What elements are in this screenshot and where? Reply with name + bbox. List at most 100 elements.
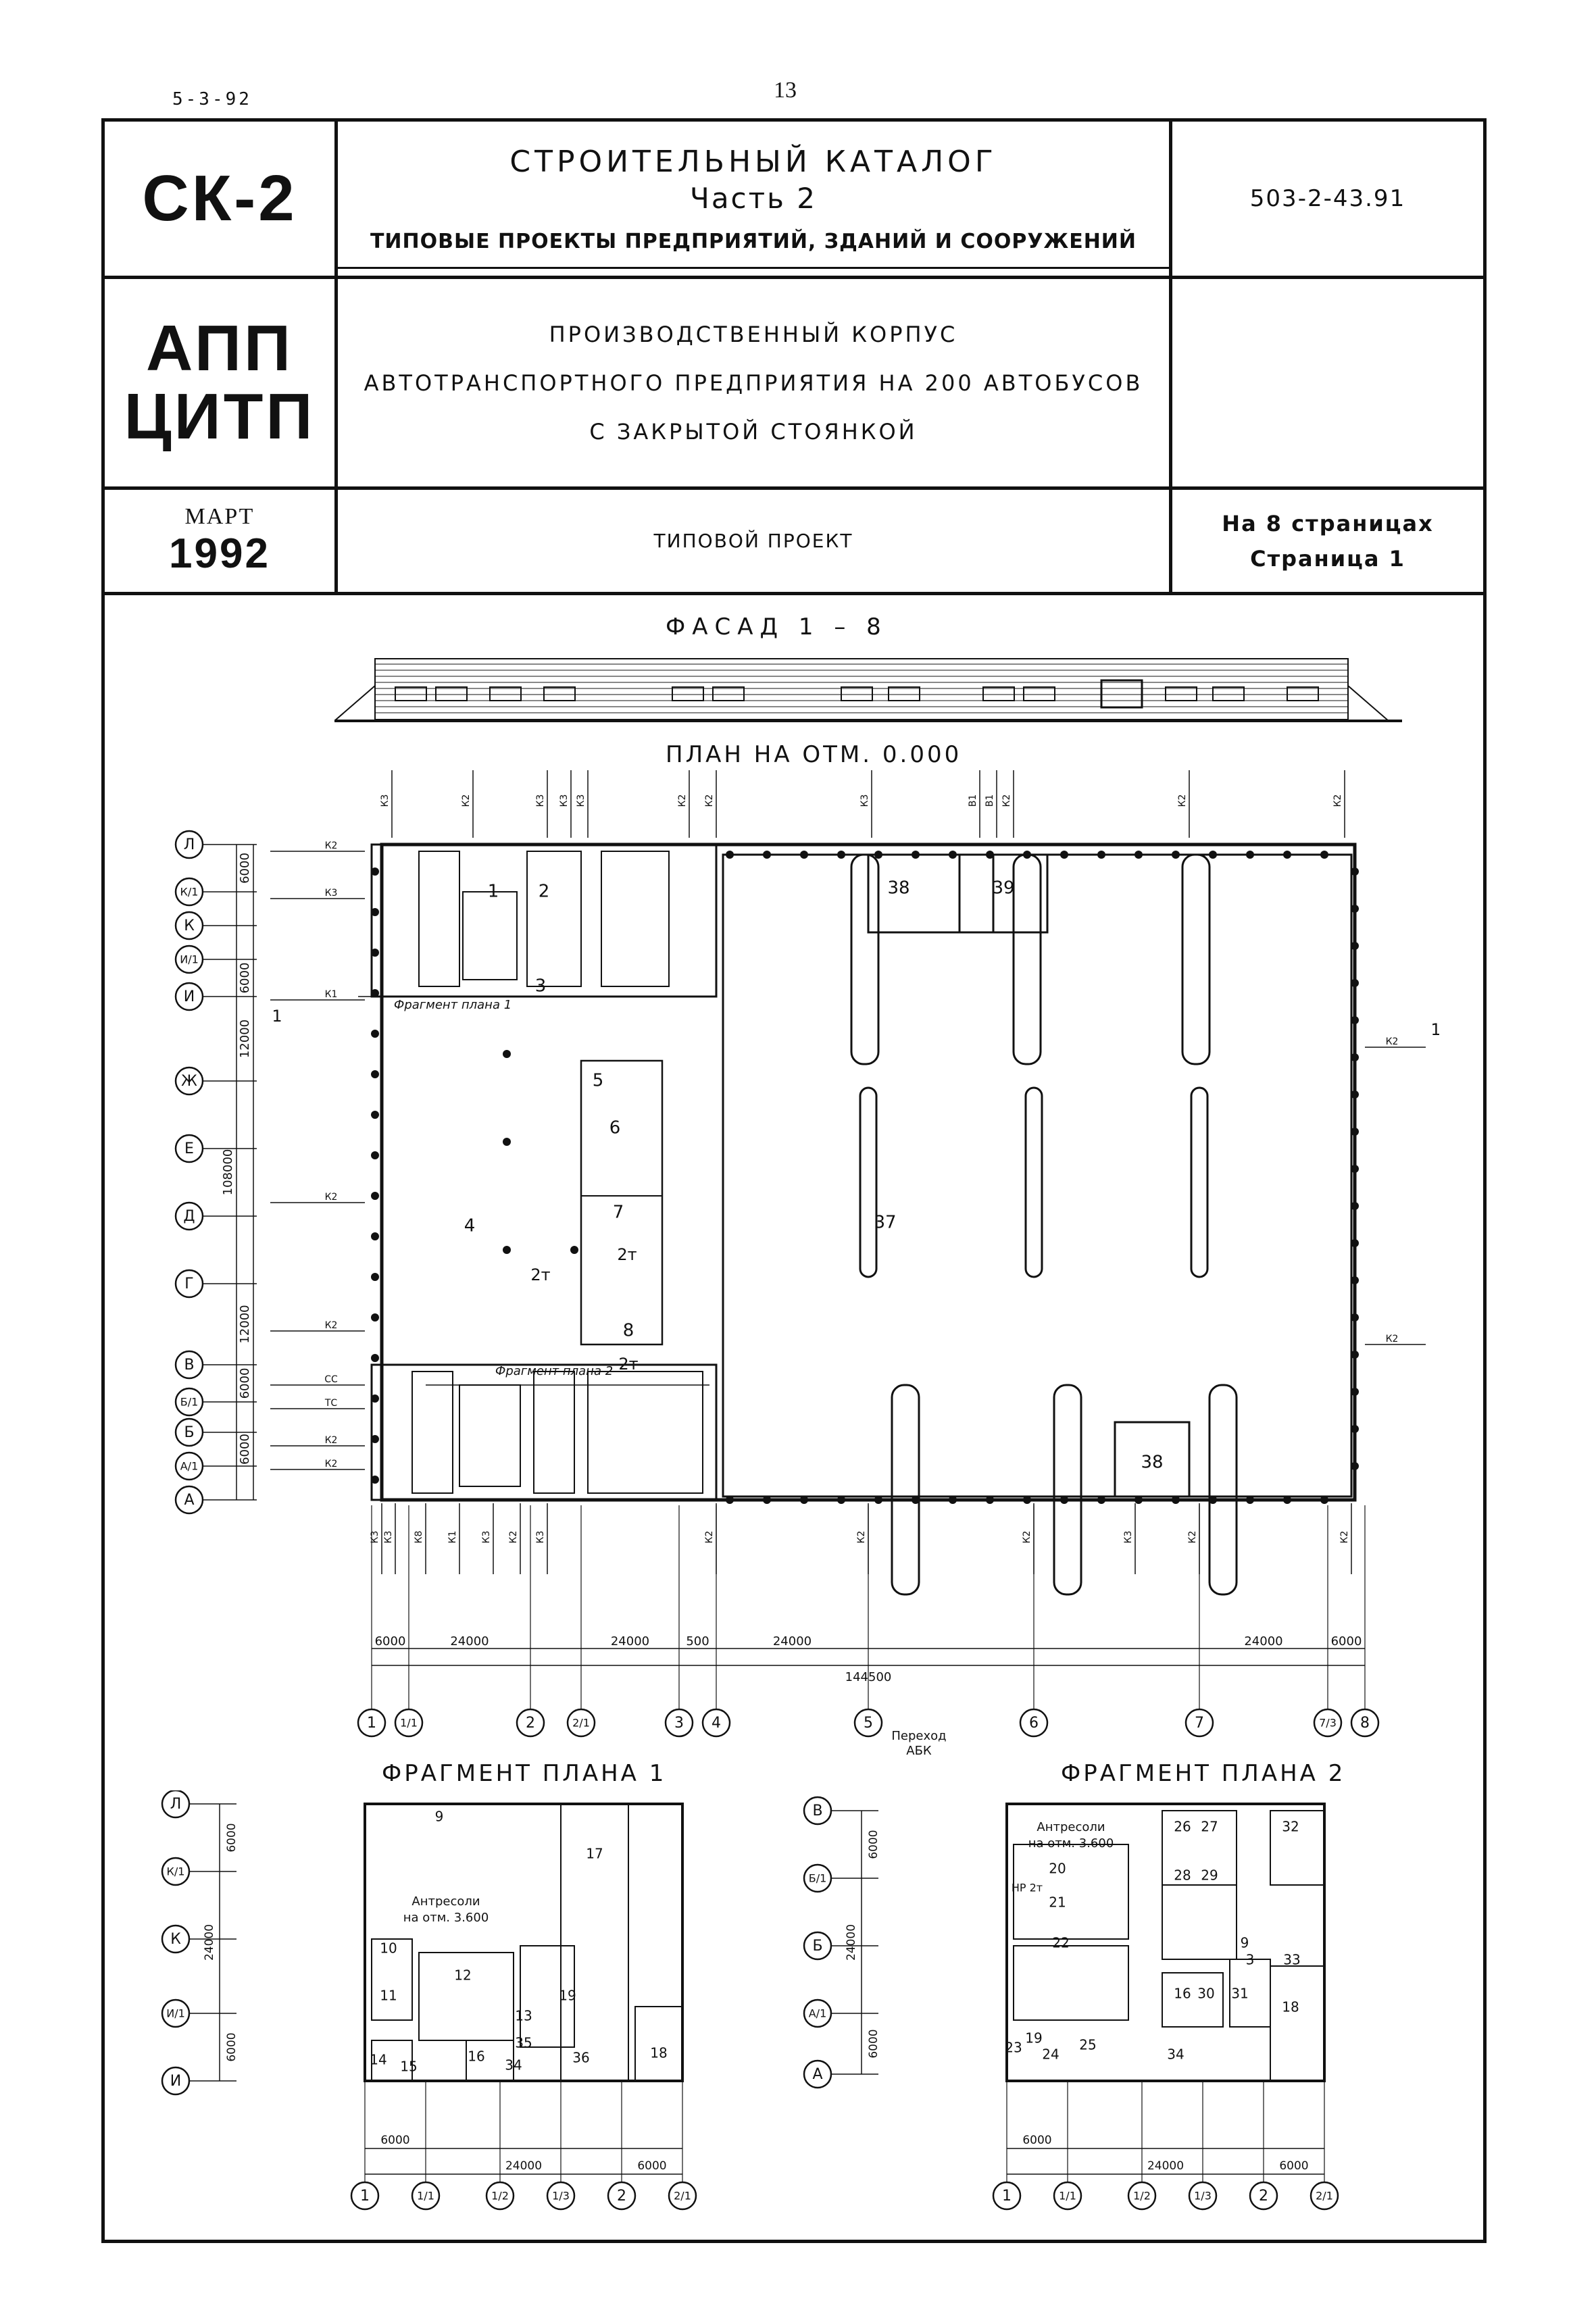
plan-title: ПЛАН НА ОТМ. 0.000 [666,741,962,768]
main-floor-plan: ЛК/1КИ/1ИЖЕДГВБ/1БА/1А600060001200010800… [174,770,1439,1738]
column-dot [503,1138,511,1146]
service-room [412,1371,453,1494]
fragment-row-axis-5: А [803,2059,832,2089]
axis-bubble-label: А/1 [809,2007,827,2020]
fragment-room-label-30: 30 [1197,1986,1214,2002]
column-dot [1351,979,1359,987]
parking-column-row [1190,1086,1209,1278]
left-pipe-label: К1 [325,989,338,1000]
axis-bubble-label: 2 [617,2188,626,2205]
row-axis-4: И/1 [174,945,204,974]
axis-bubble-label: И [184,988,195,1005]
axis-bubble-label: 1 [1002,2188,1012,2205]
fragment-column-axis-3: 1/2 [1127,2181,1157,2211]
mezzanine-label-line-2: на отм. 3.600 [1028,1836,1114,1851]
axis-bubble-label: 6 [1029,1715,1039,1732]
parking-hall-wall [722,853,1353,1498]
fragment-row-axis-1: В [803,1796,832,1826]
fragment-room-label-9: 9 [435,1809,444,1825]
left-pipe-label: К2 [325,840,338,851]
column-dot [1134,1496,1143,1504]
left-pipe-label: К2 [325,1459,338,1469]
fragment-room-label-24: 24 [1042,2046,1059,2063]
column-axis-10: 7/3 [1313,1708,1343,1738]
column-dot [1351,1388,1359,1396]
row-axis-1: Л [174,830,204,859]
facade-window [543,686,576,701]
row-axis-10: В [174,1350,204,1380]
bottom-dimension-3: 24000 [611,1634,649,1649]
top-pipe-label: К3 [859,795,870,807]
axis-bubble-label: Д [183,1208,195,1225]
row-axis-2: К/1 [174,877,204,907]
fragment-room-label-16: 16 [1174,1986,1191,2002]
page-current: Страница 1 [1250,545,1405,572]
axis-bubble-label: 8 [1360,1715,1370,1732]
fragment-room-label-25: 25 [1079,2037,1096,2053]
column-dot [371,1192,379,1200]
fragment-row-axis-3: К [161,1924,191,1954]
fragment-room [371,1938,413,2021]
room-39 [958,853,1049,934]
axis-bubble-label: А [184,1492,194,1509]
axis-bubble-label: А [812,2066,822,2083]
section-mark-left: 1 [272,1007,282,1026]
left-pipe-label: К3 [325,888,338,899]
mezzanine-label-line-1: Антресоли [412,1894,480,1909]
column-dot [371,949,379,957]
top-pipe-label: К2 [1332,795,1343,807]
column-dot [1097,1496,1105,1504]
fragment-room [1013,1844,1129,1940]
column-dot [1351,867,1359,876]
column-dot [371,1070,379,1078]
document-number: 503-2-43.91 [1249,185,1406,212]
room-38-bottom [1114,1421,1191,1498]
bottom-pipe-label: К3 [535,1531,546,1544]
row-axis-7: Е [174,1134,204,1163]
column-dot [1097,851,1105,859]
column-axis-2: 1/1 [394,1708,424,1738]
bottom-pipe-label: К3 [481,1531,492,1544]
row-axis-8: Д [174,1201,204,1231]
column-dot [371,867,379,876]
header-bottom-line [101,592,1487,595]
axis-bubble-label: 2/1 [674,2190,691,2203]
issue-year: 1992 [169,530,270,577]
axis-bubble-label: 2 [526,1715,535,1732]
axis-bubble-label: К/1 [167,1865,185,1878]
service-room [533,1371,575,1494]
column-dot [371,1435,379,1443]
left-dimension-7: 6000 [238,1434,252,1465]
axis-bubble-label: 4 [712,1715,721,1732]
bottom-pipe-label: К3 [1123,1531,1134,1544]
room-label-1: 1 [488,882,499,902]
fragment-left-dimension-1: 6000 [225,1823,239,1852]
fragment-left-dimension-2: 24000 [203,1924,216,1961]
column-dot [1134,851,1143,859]
axis-bubble-label: 1 [367,1715,376,1732]
column-dot [1283,1496,1291,1504]
service-room [459,1384,521,1487]
row-axis-3: К [174,911,204,940]
parking-divider-wall [850,853,880,1065]
fragment-row-axis-2: К/1 [161,1857,191,1886]
fragment-column-axis-2: 1/1 [411,2181,441,2211]
catalog-part: Часть 2 [690,181,817,215]
column-dot [837,1496,845,1504]
column-dot [1351,1165,1359,1173]
column-dot [371,1030,379,1038]
parking-divider-wall [1012,853,1042,1065]
header-divider-right [1169,118,1172,595]
row-axis-14: А [174,1485,204,1515]
axis-bubble-label: 2 [1259,2188,1268,2205]
axis-bubble-label: Е [184,1140,194,1157]
column-dot [1351,1425,1359,1433]
fragment-room-label-15: 15 [400,2059,417,2075]
axis-bubble-label: Л [184,836,195,853]
header-row-line-1 [101,276,1487,279]
top-pipe-label: К3 [559,795,570,807]
fragment-bottom-dimension-1: 6000 [1022,2134,1051,2147]
parking-divider-wall [1181,853,1211,1065]
fragment-row-axis-4: И/1 [161,1998,191,2028]
